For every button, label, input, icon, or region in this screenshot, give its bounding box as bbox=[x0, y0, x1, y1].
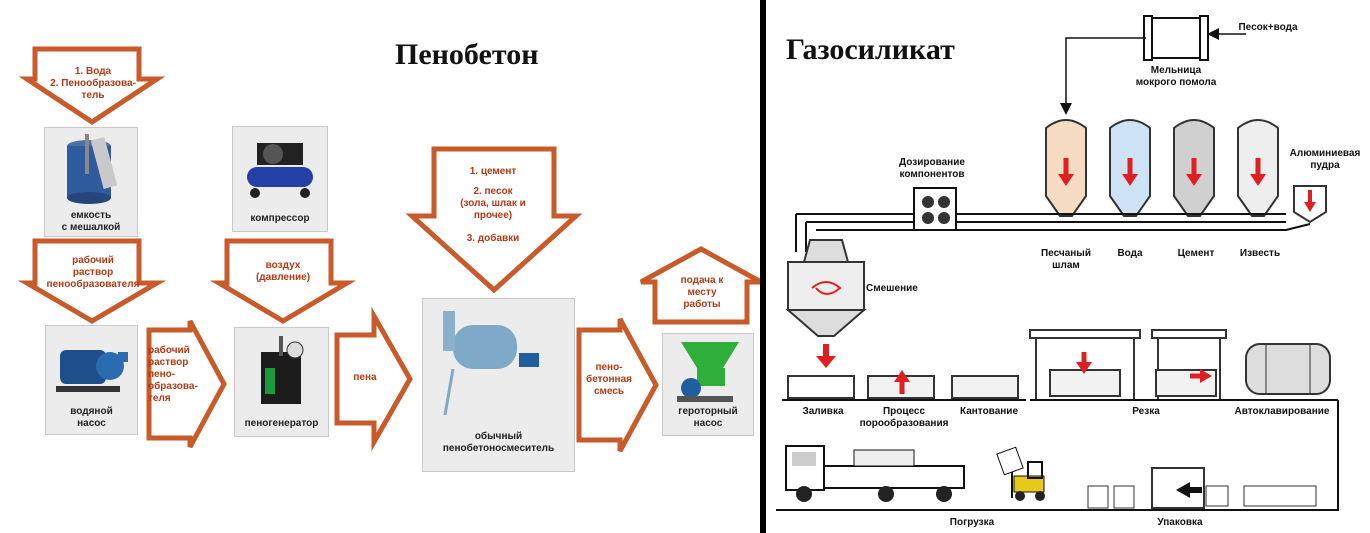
mill-drum bbox=[1143, 15, 1209, 61]
pallet-1 bbox=[1087, 485, 1109, 509]
gerotor-label: геротор­ный насос bbox=[678, 406, 738, 429]
label-silo-cement: Цемент bbox=[1177, 248, 1215, 259]
cutting-station-2 bbox=[1151, 329, 1227, 400]
label-silo-sand: Песчаный шлам bbox=[1040, 248, 1091, 271]
compressor-image bbox=[247, 143, 313, 198]
arrow-cement-item-2: 2. песок (зола, шлак и прочее) bbox=[460, 186, 526, 221]
packed-block bbox=[1205, 485, 1229, 507]
foam-generator-box: пеногенератор bbox=[234, 327, 329, 437]
mixer-cone bbox=[785, 239, 867, 337]
label-sand-water: Песок+вода bbox=[1238, 22, 1298, 33]
arrow-solution-text: рабочий раствор пенообразователя bbox=[46, 255, 140, 290]
up-arrow-delivery bbox=[639, 246, 763, 325]
panel-divider bbox=[760, 0, 766, 533]
tank-image bbox=[67, 134, 118, 204]
down-arrow-water bbox=[18, 46, 166, 125]
truck bbox=[785, 445, 965, 502]
left-title: Пенобетон bbox=[395, 38, 539, 71]
foam-gen-label: пеногенератор bbox=[244, 418, 319, 429]
down-arrow-air bbox=[209, 238, 357, 324]
arrow-right-solution-text: рабочий раствор пено- образова- теля bbox=[148, 345, 198, 404]
water-pump-image bbox=[56, 350, 128, 392]
label-loading: Погрузка bbox=[949, 517, 995, 528]
arrow-cement-item-3: 3. добавки bbox=[466, 233, 520, 244]
label-pore-process: Процесс порообразования bbox=[859, 406, 949, 429]
label-autoclave: Автоклавирование bbox=[1234, 406, 1330, 417]
forklift bbox=[996, 446, 1045, 501]
down-arrow-solution bbox=[17, 238, 167, 324]
mixer-box: обычный пенобетоносмеситель bbox=[422, 298, 575, 472]
silo-water bbox=[1109, 119, 1151, 217]
label-tilting: Кантование bbox=[959, 406, 1019, 417]
autoclave bbox=[1245, 343, 1331, 395]
arrow-delivery-text: подача к месту работы bbox=[680, 275, 724, 310]
mill-feed-line bbox=[1060, 37, 1146, 115]
pallet-2 bbox=[1113, 485, 1135, 509]
label-mill: Мельница мокрого помола bbox=[1135, 65, 1217, 88]
tank-box: емкость с мешалкой bbox=[44, 127, 138, 237]
label-silo-lime: Известь bbox=[1239, 248, 1281, 259]
foam-generator-image bbox=[261, 336, 304, 404]
right-arrow-foam bbox=[334, 306, 413, 452]
silo-lime bbox=[1237, 119, 1279, 217]
cutting-station-1 bbox=[1029, 329, 1141, 400]
arrow-cement-item-1: 1. цемент bbox=[469, 166, 517, 177]
label-aluminum: Алюминиевая пудра bbox=[1289, 148, 1361, 171]
label-pouring: Заливка bbox=[802, 406, 844, 417]
water-pump-box: водяной насос bbox=[45, 325, 138, 435]
mold-tilting bbox=[951, 375, 1019, 399]
dosing-unit bbox=[913, 187, 957, 231]
arrow-air-text: воздух (давление) bbox=[255, 260, 311, 283]
label-cutting: Резка bbox=[1132, 406, 1160, 417]
right-arrow-mix bbox=[576, 317, 659, 453]
right-title: Газосиликат bbox=[786, 33, 955, 66]
compressor-label: компрессор bbox=[250, 213, 310, 224]
down-arrow-cement bbox=[405, 146, 583, 294]
right-arrow-solution bbox=[146, 319, 227, 449]
mold-pouring bbox=[787, 375, 855, 399]
gerotor-box: геротор­ный насос bbox=[662, 333, 754, 436]
compressor-box: компрессор bbox=[232, 126, 328, 232]
aac-process-diagram bbox=[776, 15, 1339, 511]
arrow-foam-text: пена bbox=[353, 372, 377, 383]
silo-cement bbox=[1173, 119, 1215, 217]
label-mixing: Смешение bbox=[866, 283, 918, 294]
pump-label: водяной насос bbox=[70, 406, 113, 429]
gerotor-image bbox=[677, 342, 739, 402]
label-dosing: Дозирование компонентов bbox=[899, 157, 965, 180]
finished-block bbox=[1243, 485, 1317, 507]
mixer-label: обычный пенобетоносмеситель bbox=[442, 431, 555, 454]
mixer-image bbox=[443, 311, 539, 416]
label-packing: Упаковка bbox=[1157, 517, 1203, 528]
arrow-mix-text: пено- бетонная смесь bbox=[586, 362, 632, 397]
top-arrow-text: 1. Вода 2. Пенообразова- тель bbox=[50, 66, 136, 101]
label-silo-water: Вода bbox=[1117, 248, 1143, 259]
feed-pipes bbox=[795, 213, 1311, 252]
aluminum-hopper bbox=[1293, 185, 1327, 224]
tank-label: емкость с мешалкой bbox=[61, 210, 121, 233]
silo-sand bbox=[1045, 119, 1087, 217]
